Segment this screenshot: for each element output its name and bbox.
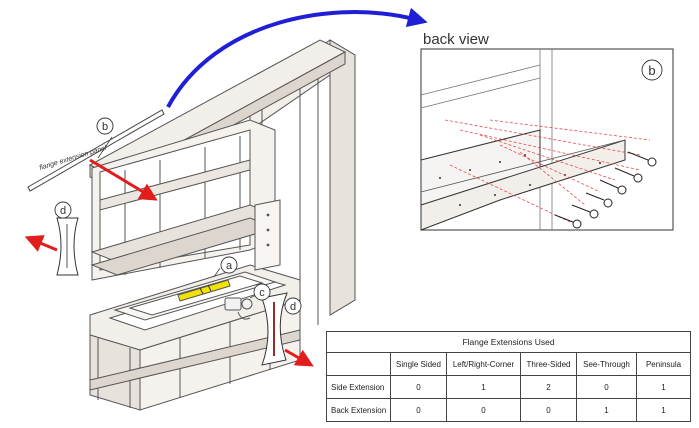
gas-valve bbox=[224, 292, 261, 320]
table-row: Back Extension 0 0 0 1 1 bbox=[326, 398, 692, 422]
row-label: Back Extension bbox=[326, 398, 391, 422]
row-label: Side Extension bbox=[326, 375, 391, 399]
side-flange-panel bbox=[254, 199, 281, 271]
flange-clip-right bbox=[261, 292, 288, 366]
svg-text:b: b bbox=[102, 121, 108, 133]
svg-text:d: d bbox=[60, 205, 66, 217]
screws bbox=[554, 151, 657, 229]
level-tool bbox=[177, 279, 231, 302]
flange-clip-left bbox=[56, 217, 79, 276]
arrow-lower-right bbox=[284, 348, 314, 367]
header-peninsula: Peninsula bbox=[635, 352, 692, 376]
inset-title: back view bbox=[423, 31, 489, 48]
header-see-through: See-Through bbox=[576, 352, 637, 376]
table-cell: 0 bbox=[576, 375, 637, 399]
table-row: Side Extension 0 1 2 0 1 bbox=[326, 375, 692, 399]
svg-text:a: a bbox=[226, 260, 233, 272]
svg-text:c: c bbox=[259, 287, 265, 299]
header-three-sided: Three-Sided bbox=[520, 352, 577, 376]
table-cell: 1 bbox=[635, 398, 692, 422]
flange-extension-panel bbox=[27, 109, 165, 192]
callout-b-main: b bbox=[96, 117, 114, 135]
blue-arrow-to-inset bbox=[166, 7, 428, 108]
callout-d-right: d bbox=[284, 297, 302, 315]
table-cell: 2 bbox=[520, 375, 577, 399]
callout-b-inset: b bbox=[641, 59, 663, 81]
table-cell: 0 bbox=[446, 398, 521, 422]
header-left-right-corner: Left/Right-Corner bbox=[446, 352, 521, 376]
table-cell: 0 bbox=[390, 398, 447, 422]
table-cell: 0 bbox=[520, 398, 577, 422]
header-blank bbox=[326, 352, 391, 376]
table-cell: 0 bbox=[390, 375, 447, 399]
svg-text:b: b bbox=[648, 63, 655, 78]
table-header-row: Single Sided Left/Right-Corner Three-Sid… bbox=[326, 352, 692, 376]
table-cell: 1 bbox=[635, 375, 692, 399]
header-single-sided: Single Sided bbox=[390, 352, 447, 376]
upper-frame-box bbox=[90, 119, 277, 281]
table-cell: 1 bbox=[446, 375, 521, 399]
callout-a: a bbox=[220, 256, 238, 274]
arrow-leader bbox=[97, 136, 113, 159]
arrow-upper-right bbox=[89, 158, 158, 201]
flange-extensions-table: Flange Extensions Used Single Sided Left… bbox=[325, 331, 692, 422]
table-cell: 1 bbox=[576, 398, 637, 422]
callout-d-left: d bbox=[54, 201, 72, 219]
svg-text:d: d bbox=[290, 301, 296, 313]
level-leader bbox=[213, 267, 221, 278]
callout-c: c bbox=[253, 283, 271, 301]
table-title: Flange Extensions Used bbox=[325, 331, 692, 353]
back-view-inset: b bbox=[420, 48, 674, 231]
red-arrows bbox=[24, 158, 314, 367]
arrow-left bbox=[24, 235, 58, 252]
